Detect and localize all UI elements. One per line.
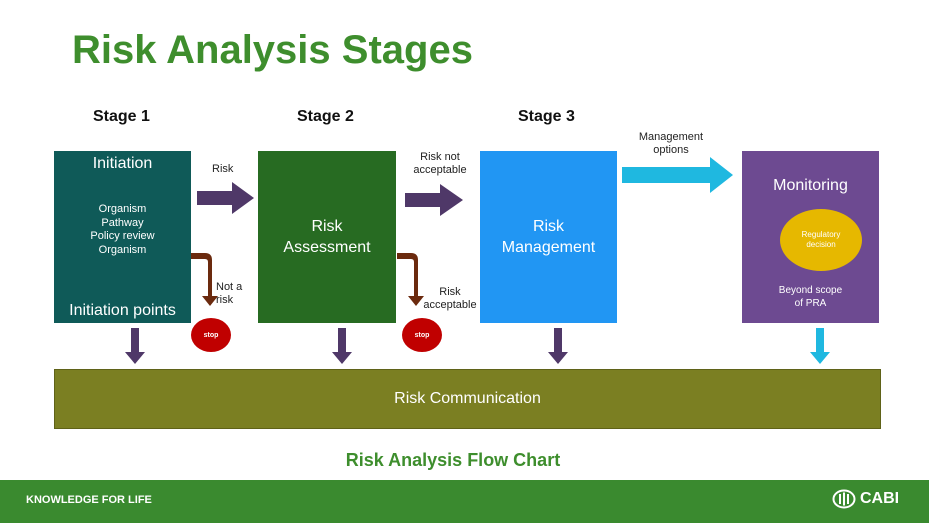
scope-line1: Beyond scope [778,285,843,296]
assessment-label-line1: Risk [311,218,343,235]
arrow-risk-acceptable [397,253,424,306]
arrow-not-a-risk [191,253,218,306]
stage-2-heading: Stage 2 [297,108,354,125]
assessment-label-line2: Assessment [283,239,371,256]
arrow-management-options [622,157,733,193]
initiation-item: Organism [98,203,147,215]
risk-assessment-box: Risk Assessment [258,151,396,323]
regulatory-decision-ellipse: Regulatory decision [780,209,862,271]
label-risk-not-acceptable-line1: Risk not [420,151,460,163]
arrow-down-2 [332,328,352,364]
scope-line2: of PRA [794,298,827,309]
decision-line1: Regulatory [801,230,841,239]
risk-communication-bar: Risk Communication [54,369,881,429]
arrow-down-3 [548,328,568,364]
footer-bar [0,480,929,523]
label-management-options-line1: Management [638,131,704,143]
cabi-logo: CABI [832,489,899,509]
cabi-logo-text: CABI [860,490,900,507]
stage-3-heading: Stage 3 [518,108,575,125]
label-risk: Risk [212,163,234,175]
initiation-footer: Initiation points [69,302,176,319]
label-management-options-line2: options [653,144,689,156]
label-not-a-risk-line2: risk [216,294,234,306]
stage-1-heading: Stage 1 [93,108,150,125]
risk-management-box: Risk Management [480,151,617,323]
arrow-down-1 [125,328,145,364]
monitoring-heading: Monitoring [773,177,848,194]
label-not-a-risk-line1: Not a [216,281,243,293]
monitoring-box: Monitoring Regulatory decision Beyond sc… [742,151,879,323]
label-risk-acceptable: Risk acceptable [418,286,482,312]
management-label-line2: Management [501,239,596,256]
stop-sign-2: stop [402,318,442,352]
initiation-items: Organism Pathway Policy review Organism [54,203,191,257]
management-label-line1: Risk [532,218,565,235]
arrow-risk-not-acceptable [405,184,463,216]
stop-sign-1: stop [191,318,231,352]
footer-tagline: KNOWLEDGE FOR LIFE [26,494,152,506]
page-title: Risk Analysis Stages [72,28,473,72]
label-risk-not-acceptable-line2: acceptable [413,164,467,176]
scope-note: Beyond scope of PRA [742,284,879,310]
chart-caption: Risk Analysis Flow Chart [345,450,561,470]
label-management-options: Management options [632,131,710,157]
initiation-heading: Initiation [92,155,153,172]
arrow-risk [197,182,254,214]
label-not-a-risk: Not a risk [216,281,242,307]
label-risk-acceptable-line1: Risk [439,286,461,298]
label-risk-not-acceptable: Risk not acceptable [406,151,474,177]
label-risk-acceptable-line2: acceptable [423,299,477,311]
cabi-logo-icon [832,489,856,509]
initiation-item: Organism [98,243,147,256]
decision-line2: decision [806,240,836,249]
initiation-item: Policy review [90,230,155,242]
initiation-box: Initiation Organism Pathway Policy revie… [54,151,191,323]
arrow-down-4 [810,328,830,364]
initiation-item: Pathway [101,216,144,229]
